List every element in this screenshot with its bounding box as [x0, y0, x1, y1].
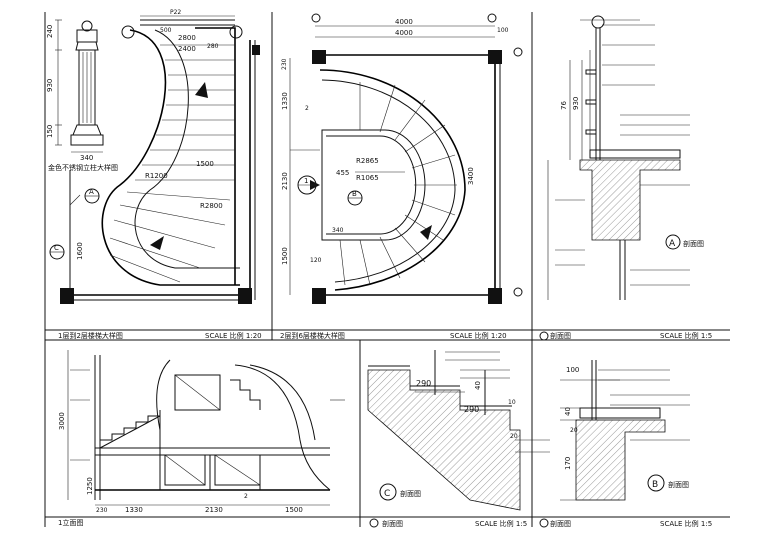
section-a-caption: 剖面图 [683, 239, 704, 248]
dim-1500: 1500 [285, 506, 303, 514]
section-a-title-marker [539, 331, 549, 341]
dim-20: 20 [570, 427, 578, 434]
dim-1330: 1330 [125, 506, 143, 514]
dim-170: 170 [564, 457, 572, 470]
dim-340: 340 [80, 154, 93, 162]
marker-b-label: B [352, 190, 357, 198]
dim-230: 230 [96, 507, 108, 514]
plan2-scale: SCALE 比例 1:20 [450, 331, 507, 340]
dim-500: 500 [160, 27, 172, 34]
elevation-1: 3000 1250 1330 2130 1500 230 2 [58, 350, 345, 514]
dim-240: 240 [46, 25, 54, 38]
dim-290-upper: 290 [416, 379, 431, 388]
dim-100: 100 [566, 366, 579, 374]
plan1-scale: SCALE 比例 1:20 [205, 331, 262, 340]
section-a-scale: SCALE 比例 1:5 [660, 331, 712, 340]
marker-a-label: A [89, 188, 94, 196]
section-c-title: 剖面图 [382, 519, 403, 528]
section-c-caption: 剖面图 [400, 489, 421, 498]
marker-1-label: 1 [304, 177, 308, 185]
elevation-title: 1立面图 [58, 518, 83, 527]
dim-150: 150 [46, 125, 54, 138]
dim-1500: 1500 [196, 160, 214, 168]
plan2-title: 2层到6层楼梯大样图 [280, 331, 345, 340]
elevation-stairs [100, 379, 261, 441]
plan-2: 4000 4000 100 [281, 13, 523, 304]
dim-2130: 2130 [205, 506, 223, 514]
dim-r2865: R2865 [356, 157, 379, 165]
dim-r2800: R2800 [200, 202, 223, 210]
dim-2: 2 [244, 493, 248, 500]
dim-2: 2 [305, 105, 309, 112]
dim-1250: 1250 [86, 477, 94, 495]
dim-290-lower: 290 [464, 405, 479, 414]
section-a-title: 剖面图 [550, 331, 571, 340]
dim-40: 40 [564, 407, 572, 416]
dim-10: 10 [508, 399, 516, 406]
dim-2800: 2800 [178, 34, 196, 42]
section-b-title: 剖面图 [550, 519, 571, 528]
baluster-note: 金色不锈钢立柱大样图 [48, 163, 118, 172]
dim-2400: 2400 [178, 45, 196, 53]
dim-1330: 1330 [281, 92, 289, 110]
section-b: 100 40 20 170 B 剖面图 [560, 360, 690, 501]
section-a: 76 930 A 剖面图 [547, 15, 704, 300]
dim-p22: P22 [170, 9, 181, 16]
dim-4000-second: 4000 [395, 29, 413, 37]
dim-1600: 1600 [76, 242, 84, 260]
section-a-marker [665, 234, 681, 250]
dim-20: 20 [510, 433, 518, 440]
section-c-marker [379, 483, 397, 501]
plan2-treads [339, 82, 457, 286]
dim-230: 230 [281, 58, 288, 70]
dim-930: 930 [572, 97, 580, 110]
sectionA-leaders [555, 24, 690, 286]
dim-3400: 3400 [467, 167, 475, 185]
sheet-frame [44, 12, 730, 527]
section-b-marker-label: B [652, 480, 658, 490]
dim-4000-top: 4000 [395, 18, 413, 26]
plan1-title: 1层到2层楼梯大样图 [58, 331, 123, 340]
dim-930: 930 [46, 79, 54, 92]
dim-76: 76 [560, 101, 568, 110]
dim-3000: 3000 [58, 412, 66, 430]
dim-120: 120 [310, 257, 322, 264]
section-c-title-marker [369, 518, 379, 528]
dim-1500: 1500 [281, 247, 289, 265]
dim-280: 280 [207, 43, 219, 50]
plan1-treads [109, 44, 235, 283]
dim-r1200: R1200 [145, 172, 168, 180]
baluster-detail [55, 19, 104, 153]
plan-1: 240 930 150 340 金色不锈钢立柱大样图 [46, 9, 260, 304]
section-c: 290 290 40 10 20 C 剖面图 [367, 350, 550, 511]
section-c-marker-label: C [384, 489, 390, 499]
marker-c-label: C [54, 244, 59, 252]
dim-40: 40 [474, 381, 482, 390]
section-b-scale: SCALE 比例 1:5 [660, 519, 712, 528]
dim-2130: 2130 [281, 172, 289, 190]
section-b-title-marker [539, 518, 549, 528]
section-b-caption: 剖面图 [668, 480, 689, 489]
section-b-marker [647, 474, 665, 492]
dim-r1065: R1065 [356, 174, 379, 182]
dim-455: 455 [336, 169, 349, 177]
dim-100: 100 [497, 27, 509, 34]
section-c-scale: SCALE 比例 1:5 [475, 519, 527, 528]
section-a-marker-label: A [669, 239, 676, 249]
dim-340: 340 [332, 227, 344, 234]
